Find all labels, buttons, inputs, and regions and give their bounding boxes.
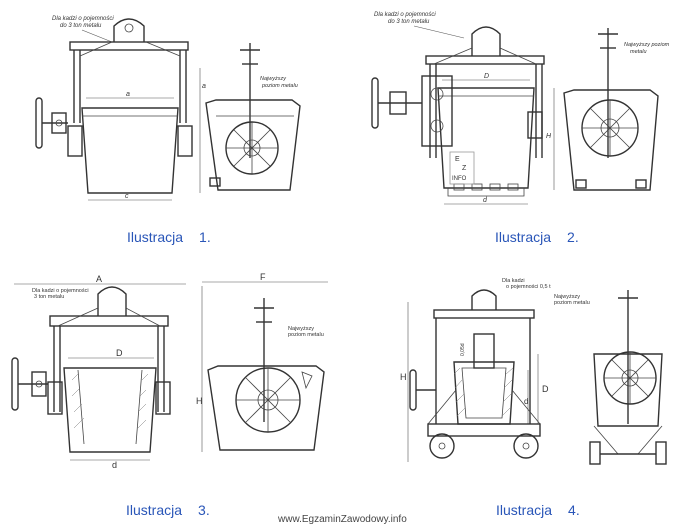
side-view-body xyxy=(205,99,301,191)
figure-4-level-note-1: Najwyższy xyxy=(554,294,580,300)
figure-1-dim-bottom: c xyxy=(125,193,129,200)
figure-2: Dla kadzi o pojemności do 3 ton metalu D… xyxy=(368,8,673,245)
figure-2-caption-word: Ilustracja xyxy=(495,229,552,245)
figure-4-drawing: Dla kadzi o pojemności 0,5 t Najwyższy p… xyxy=(400,278,667,465)
figure-3-caption-number: 3. xyxy=(198,502,210,518)
figure-4-dim-gap: 0,05d xyxy=(460,343,466,356)
trunnion-right xyxy=(527,111,543,139)
lifting-eye xyxy=(471,289,497,310)
figure-4-level-note-2: poziom metalu xyxy=(554,300,590,306)
figure-4: Dla kadzi o pojemności 0,5 t Najwyższy p… xyxy=(398,274,676,518)
figure-3-dim-side: F xyxy=(260,272,266,282)
handwheel xyxy=(371,77,379,129)
crossbar xyxy=(433,309,535,319)
handwheel xyxy=(11,357,19,411)
crossbar xyxy=(425,55,545,65)
figure-3-level-note-2: poziom metalu xyxy=(288,332,324,338)
figure-3-drawing: A Dla kadzi o pojemności 3 ton metalu D … xyxy=(11,272,328,470)
site-footer: www.EgzaminZawodowy.info xyxy=(278,514,407,525)
side-view-body xyxy=(207,365,325,451)
handwheel xyxy=(409,369,417,411)
figure-3-capacity-note-1: Dla kadzi o pojemności xyxy=(32,288,89,294)
figure-3-dim-mid: D xyxy=(116,348,123,358)
cart-wheel-left xyxy=(429,433,455,459)
figure-3-dim-bottom: d xyxy=(112,460,117,470)
figure-3-caption: Ilustracja 3. xyxy=(126,502,210,518)
crossbar xyxy=(69,41,189,51)
gear-housing xyxy=(421,75,453,147)
figure-1-dim-height: a xyxy=(202,83,206,90)
figure-1-capacity-note-2: do 3 ton metalu xyxy=(60,23,102,29)
figure-3: A Dla kadzi o pojemności 3 ton metalu D … xyxy=(6,272,336,518)
figure-4-dim-small: d xyxy=(524,397,528,406)
lifting-eye xyxy=(97,286,127,316)
lifting-eye xyxy=(471,26,501,56)
lifting-eye xyxy=(113,18,145,42)
figure-4-dim-mid: D xyxy=(542,384,549,394)
figure-4-caption-word: Ilustracja xyxy=(496,502,553,518)
watermark-info: INFO xyxy=(452,176,467,182)
figure-1-drawing: Dla kadzi o pojemności do 3 ton metalu a… xyxy=(35,16,301,201)
side-wheel-right xyxy=(655,441,667,465)
figure-1-caption-number: 1. xyxy=(199,229,211,245)
figure-1-capacity-note-1: Dla kadzi o pojemności xyxy=(52,16,114,22)
figure-2-capacity-note-1: Dla kadzi o pojemności xyxy=(374,12,436,18)
figure-1-level-note-2: poziom metalu xyxy=(261,83,298,89)
transfer-cart xyxy=(427,423,541,437)
ladle-body xyxy=(453,361,515,425)
figure-1-caption-word: Ilustracja xyxy=(127,229,184,245)
figure-1-dim-top: a xyxy=(126,91,130,98)
figure-1-caption: Ilustracja 1. xyxy=(127,229,211,245)
watermark-logo xyxy=(449,151,475,185)
figure-2-capacity-note-2: do 3 ton metalu xyxy=(388,19,430,25)
figure-1: Dla kadzi o pojemności do 3 ton metalu a… xyxy=(22,8,322,245)
figure-3-dim-height: H xyxy=(196,396,203,406)
trunnion-left xyxy=(47,381,63,415)
figure-2-dim-height: H xyxy=(546,133,552,140)
figure-4-dim-height: H xyxy=(400,372,407,382)
ladle-body xyxy=(81,107,179,194)
cart-wheel-right xyxy=(513,433,539,459)
figure-4-caption-number: 4. xyxy=(568,502,580,518)
ladle-body xyxy=(437,87,535,189)
figure-2-caption-number: 2. xyxy=(567,229,579,245)
figure-2-dim-top: D xyxy=(484,73,489,80)
handwheel xyxy=(35,97,43,149)
side-view-body xyxy=(563,89,659,191)
trunnion-left xyxy=(67,125,83,157)
figure-4-capacity-note-2: o pojemności 0,5 t xyxy=(506,284,551,290)
figure-1-level-note-1: Najwyższy xyxy=(260,76,287,82)
figure-3-caption-word: Ilustracja xyxy=(126,502,183,518)
watermark-letter-z: Z xyxy=(462,165,467,172)
side-wheel-left xyxy=(589,441,601,465)
trunnion-right xyxy=(155,381,171,415)
figure-2-level-note-1: Najwyższy poziom xyxy=(624,42,670,48)
trunnion-right xyxy=(177,125,193,157)
figure-4-caption: Ilustracja 4. xyxy=(496,502,580,518)
figure-4-capacity-note-1: Dla kadzi xyxy=(502,278,525,284)
crossbar xyxy=(49,315,169,327)
ladle-body xyxy=(63,367,157,453)
pouring-spout xyxy=(473,333,495,369)
figure-2-dim-bottom: d xyxy=(483,197,488,204)
watermark-letter-e: E xyxy=(455,156,460,163)
figure-3-capacity-note-2: 3 ton metalu xyxy=(34,294,64,300)
figure-2-level-note-2: metalu xyxy=(630,49,647,55)
figure-2-caption: Ilustracja 2. xyxy=(495,229,579,245)
figure-3-level-note-1: Najwyższy xyxy=(288,326,314,332)
figure-2-drawing: Dla kadzi o pojemności do 3 ton metalu D… xyxy=(371,12,670,205)
figure-3-dim-top: A xyxy=(96,274,102,284)
